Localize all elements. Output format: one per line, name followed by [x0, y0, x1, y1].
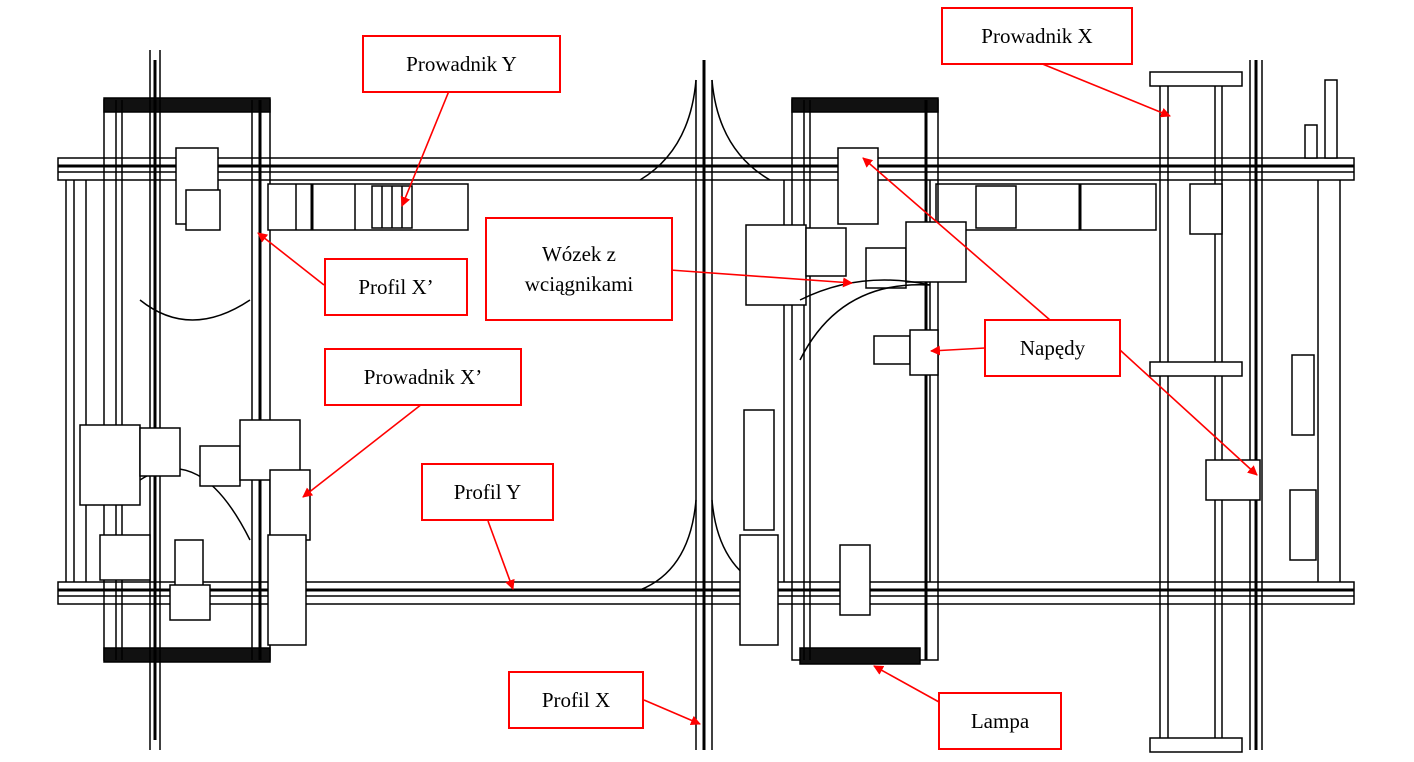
leader-napedy-2 [930, 345, 986, 356]
leader-prowadnik-x [1039, 62, 1171, 118]
callout-profil-x-prime: Profil X’ [324, 258, 468, 316]
leader-profil-x [643, 699, 701, 726]
y-guides [267, 183, 1157, 231]
callout-label: Napędy [1019, 335, 1086, 360]
right-x-guide [1149, 60, 1341, 753]
leader-profil-x-prime [257, 232, 325, 286]
leader-wozek [669, 269, 853, 288]
callout-wozek-z-wciagnikami: Wózek z wciągnikami [485, 217, 673, 321]
leader-lampa [873, 665, 940, 703]
callout-prowadnik-y: Prowadnik Y [362, 35, 561, 93]
callout-label: Profil X [541, 687, 611, 712]
left-side-rails [65, 180, 87, 582]
frame-structure [57, 50, 1355, 753]
leader-napedy-1 [862, 157, 1051, 321]
callout-label: Profil X’ [358, 274, 434, 299]
callout-profil-x: Profil X [508, 671, 644, 729]
callout-lampa: Lampa [938, 692, 1062, 750]
leader-napedy-3 [1119, 349, 1258, 476]
callout-label: Wózek z wciągnikami [524, 241, 634, 296]
leader-profil-y [487, 520, 515, 590]
callout-label: Prowadnik X [981, 23, 1093, 48]
leader-prowadnik-x-prime [302, 403, 423, 498]
callout-prowadnik-x-prime: Prowadnik X’ [324, 348, 522, 406]
callout-napedy: Napędy [984, 319, 1121, 377]
callout-label: Lampa [970, 708, 1030, 733]
callout-prowadnik-x: Prowadnik X [941, 7, 1133, 65]
callout-label: Profil Y [453, 479, 522, 504]
central-x-profile [639, 60, 771, 750]
callout-profil-y: Profil Y [421, 463, 554, 521]
callout-label: Prowadnik Y [406, 51, 517, 76]
middle-gantry [739, 97, 967, 665]
upper-y-beam [57, 157, 1355, 181]
callout-label: Prowadnik X’ [363, 364, 483, 389]
left-gantry [79, 50, 311, 750]
